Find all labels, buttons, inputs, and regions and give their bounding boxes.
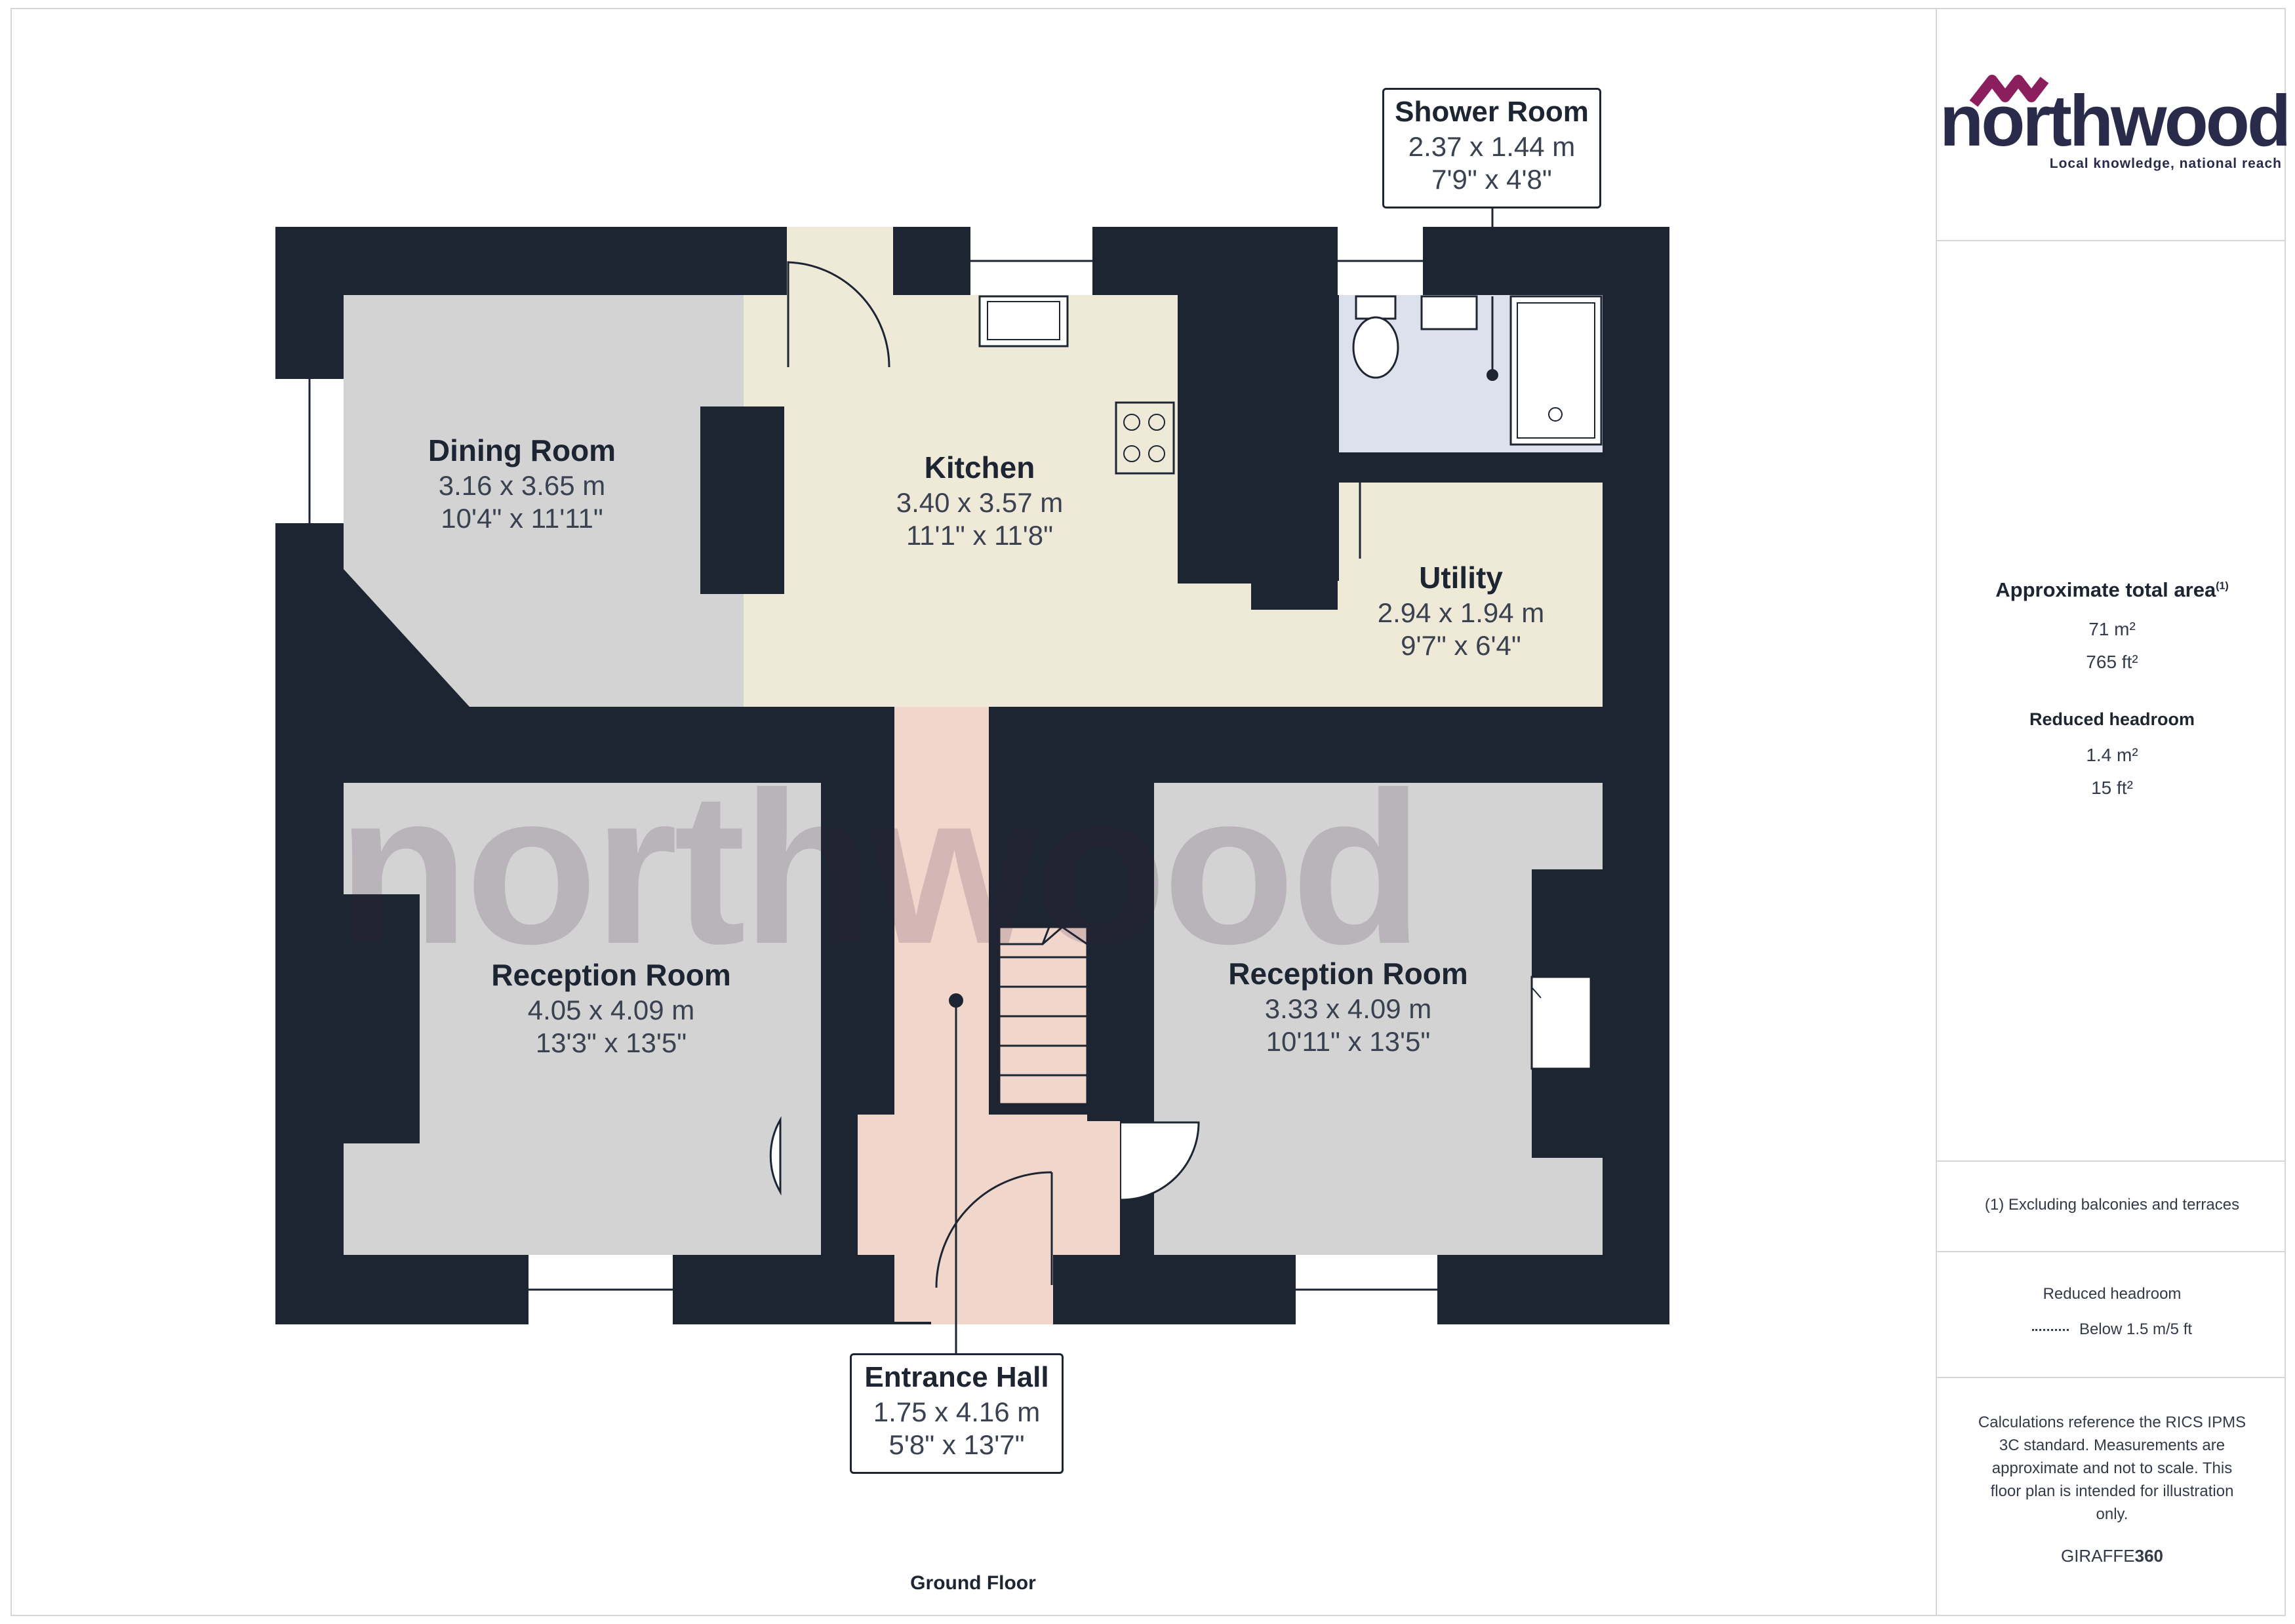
callout-entrance-hall: Entrance Hall 1.75 x 4.16 m 5'8" x 13'7" [850,1353,1064,1474]
logo-mark-icon [1969,75,2049,107]
room-imperial: 9'7" x 6'4" [1401,630,1521,661]
room-name: Kitchen [924,450,1035,485]
disclaimer: Calculations reference the RICS IPMS 3C … [1978,1414,2246,1523]
reception-right-door-swing [1121,1121,1200,1201]
shower-toilet [1352,316,1399,379]
legend-row: Below 1.5 m/5 ft [1937,1320,2287,1339]
room-imperial: 11'1" x 11'8" [906,520,1054,551]
room-metric: 1.75 x 4.16 m [873,1396,1041,1427]
reception-left-door-swing [769,1116,782,1196]
room-label-reception-right: Reception Room 3.33 x 4.09 m 10'11" x 13… [1228,955,1467,1058]
provider-mark: GIRAFFE360 [1937,1546,2287,1566]
legend-title: Reduced headroom [2043,1285,2182,1303]
fireplace [1530,976,1592,1070]
provider-prefix: GIRAFFE [2060,1546,2135,1566]
reduced-headroom-m2: 1.4 m² [2086,745,2138,765]
room-name: Shower Room [1395,96,1589,128]
room-metric: 3.16 x 3.65 m [438,470,606,501]
front-door-swing [935,1171,1053,1288]
shower-basin [1420,295,1478,330]
room-imperial: 7'9" x 4'8" [1431,164,1552,195]
hall-floor-lower [858,1115,1120,1255]
room-imperial: 10'11" x 13'5" [1266,1026,1431,1057]
logo-wordmark: northwood [1940,81,2291,161]
reception-left-floor [344,783,821,1255]
staircase [998,926,1088,1105]
utility-partition [1338,452,1603,483]
dotted-line-icon [2031,1329,2069,1332]
provider-suffix: 360 [2134,1546,2164,1566]
room-metric: 3.40 x 3.57 m [896,487,1064,518]
room-name: Entrance Hall [864,1361,1049,1393]
kitchen-hall-gap [894,707,989,745]
dining-room-floor [344,295,744,707]
reception-right-floor [1154,783,1603,1255]
area-title: Approximate total area [1995,578,2216,601]
room-imperial: 5'8" x 13'7" [888,1429,1025,1460]
room-metric: 2.37 x 1.44 m [1408,131,1576,162]
room-name: Utility [1419,561,1503,595]
room-name: Reception Room [491,958,731,992]
area-m2: 71 m² [2088,619,2136,639]
watermark-text: northwood [337,747,1419,989]
room-label-utility: Utility 2.94 x 1.94 m 9'7" x 6'4" [1378,559,1544,662]
floor-label: Ground Floor [910,1572,1036,1594]
utility-floor [1338,483,1603,707]
page-frame [10,8,2286,1616]
reduced-headroom-title: Reduced headroom [2029,709,2195,729]
callout-shower-room: Shower Room 2.37 x 1.44 m 7'9" x 4'8" [1382,88,1601,208]
area-heading: Approximate total area(1) [1937,578,2287,602]
room-metric: 4.05 x 4.09 m [527,995,695,1025]
kitchen-back-door-opening [787,227,893,295]
hall-right-pier [1087,784,1154,1121]
kitchen-divider-wall [1178,295,1339,581]
room-metric: 2.94 x 1.94 m [1377,597,1545,628]
reception-left-chimney [344,894,420,1143]
room-imperial: 13'3" x 13'5" [535,1027,687,1058]
area-ft2: 765 ft² [2086,652,2138,672]
kitchen-sink [978,295,1069,347]
logo-tagline: Local knowledge, national reach [2049,156,2282,171]
info-sidebar: Approximate total area(1) 71 m² 765 ft² … [1936,8,2286,1616]
room-metric: 3.33 x 4.09 m [1264,993,1432,1024]
hall-right-wall [989,745,1154,784]
room-name: Reception Room [1228,957,1468,991]
utility-door-swing [1359,462,1445,559]
shower-tray [1509,295,1603,446]
room-name: Dining Room [428,433,616,467]
area-footnote: (1) Excluding balconies and terraces [1984,1196,2240,1214]
hall-left-wall [821,707,894,1113]
dining-island-wall [700,406,784,594]
room-imperial: 10'4" x 11'11" [441,503,603,534]
kitchen-hob [1115,401,1175,475]
kitchen-back-door-swing [787,261,890,368]
room-label-reception-left: Reception Room 4.05 x 4.09 m 13'3" x 13'… [491,956,730,1060]
room-label-kitchen: Kitchen 3.40 x 3.57 m 11'1" x 11'8" [896,448,1063,552]
room-label-dining: Dining Room 3.16 x 3.65 m 10'4" x 11'11" [428,431,616,535]
floor-plan: northwood [275,208,1669,1353]
reduced-headroom-outline [993,871,1088,1104]
watermark: northwood [337,747,1423,989]
shower-toilet-cistern [1355,295,1397,320]
legend-item: Below 1.5 m/5 ft [2079,1320,2193,1338]
area-footnote-marker: (1) [2216,580,2229,592]
reduced-headroom-ft2: 15 ft² [2091,778,2133,798]
front-door-opening [931,1255,1053,1324]
